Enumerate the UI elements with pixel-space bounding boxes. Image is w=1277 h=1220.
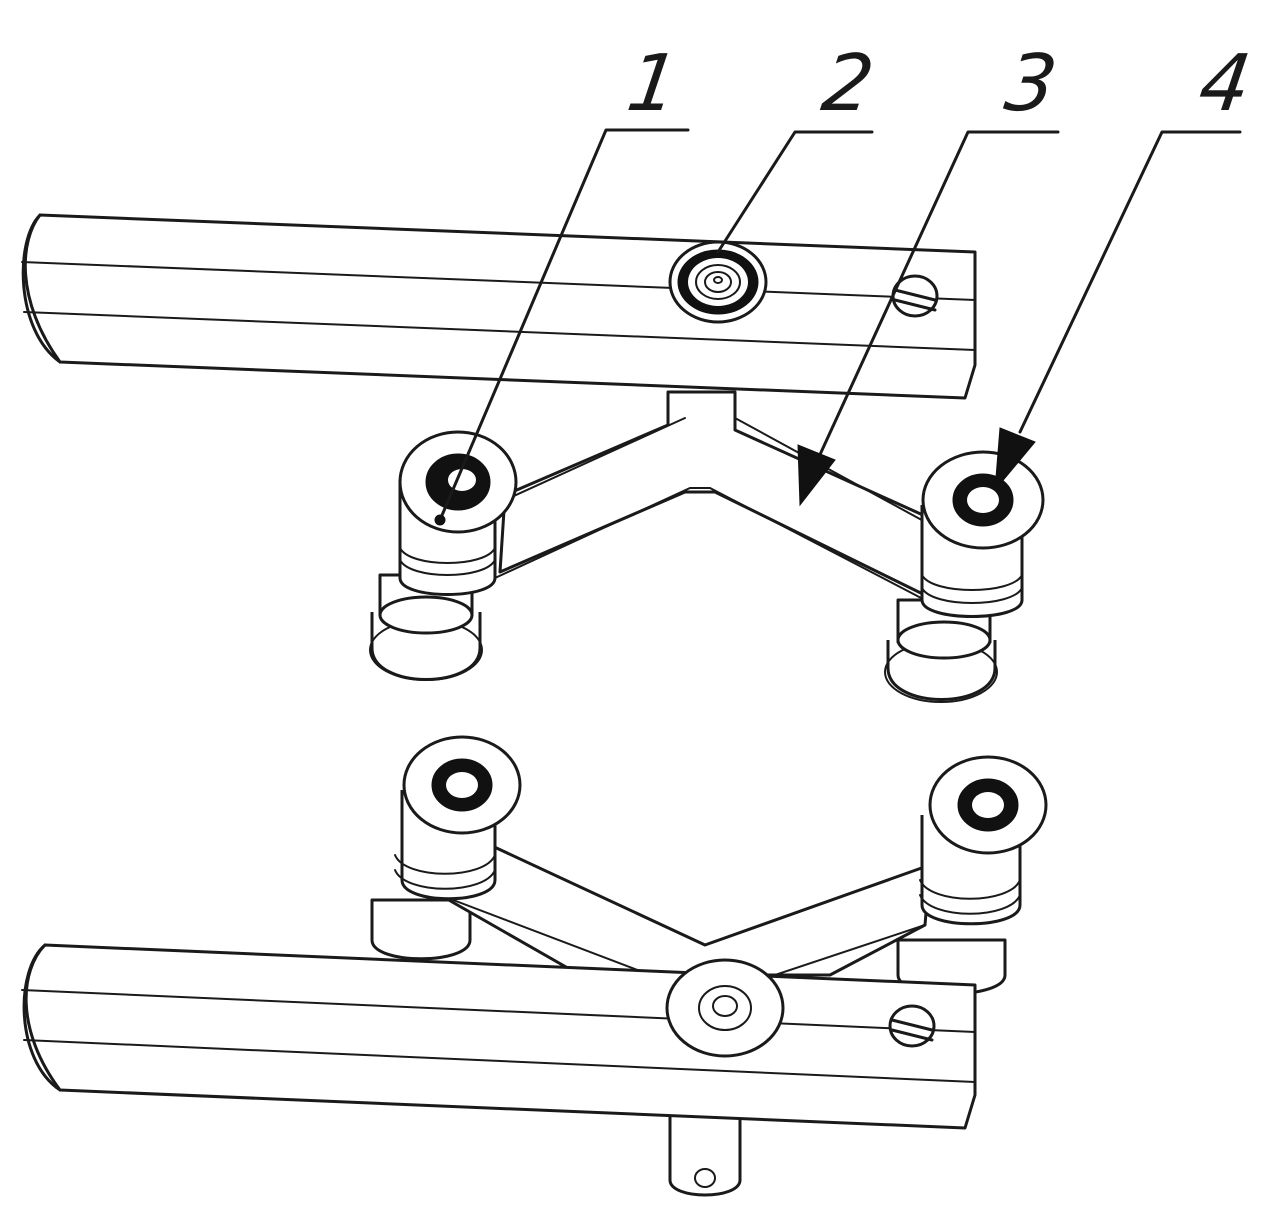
- lower-left-roller: [394, 735, 522, 901]
- callout-3-arrowhead: [797, 444, 836, 507]
- upper-right-roller: [884, 450, 1045, 703]
- callout-4-leader: [1018, 130, 1242, 434]
- lower-back-rollers: [370, 898, 1007, 996]
- lower-right-roller: [919, 755, 1048, 926]
- lower-center-pivot: [665, 958, 785, 1058]
- callout-1-leader: [438, 128, 690, 522]
- lower-slot-screw: [888, 1004, 936, 1048]
- upper-assembly: [21, 213, 1045, 703]
- callout-label-2: 2: [817, 38, 879, 129]
- upper-rail: [21, 213, 977, 400]
- callout-3-leader: [810, 130, 1060, 474]
- callout-2-leader: [716, 130, 874, 254]
- callout-1-dot: [434, 514, 446, 526]
- callout-label-3: 3: [1000, 38, 1062, 129]
- callout-4-arrowhead: [994, 427, 1036, 492]
- upper-center-nut: [668, 240, 768, 324]
- lower-assembly: [21, 735, 1048, 1197]
- upper-left-roller: [369, 430, 518, 681]
- callout-label-4: 4: [1194, 38, 1256, 129]
- upper-bracket: [494, 390, 947, 602]
- lower-mount-tab: [668, 1108, 742, 1197]
- callout-label-1: 1: [622, 38, 684, 129]
